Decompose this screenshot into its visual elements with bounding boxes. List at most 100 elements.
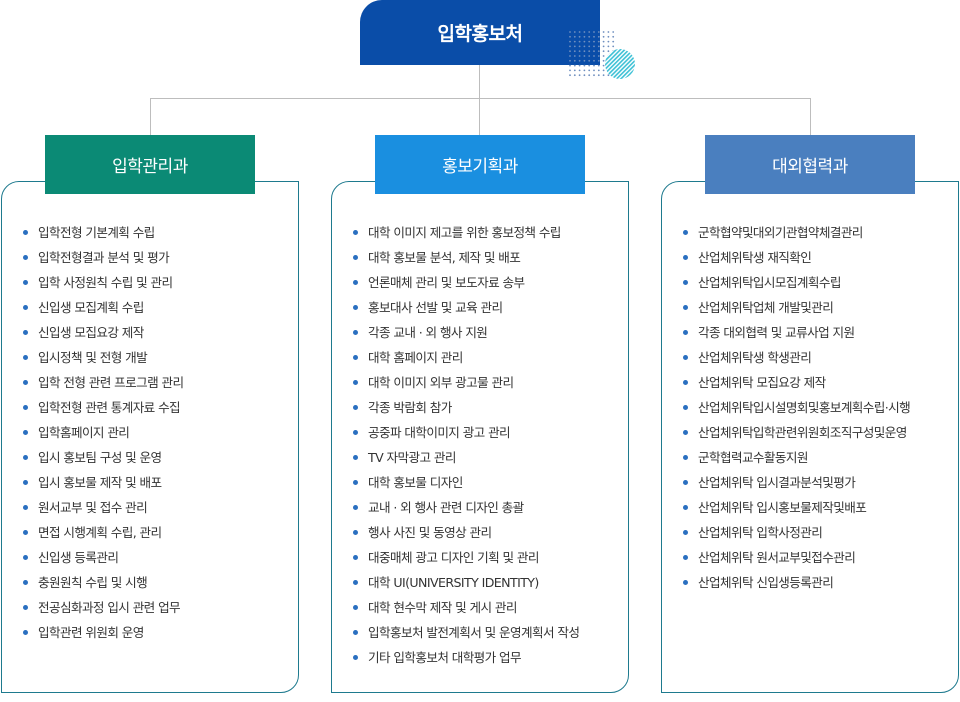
decorative-hatched-circle — [605, 49, 635, 79]
duty-item: 전공심화과정 입시 관련 업무 — [22, 595, 183, 620]
decorative-dot — [602, 55, 605, 57]
connector-left-vertical — [150, 98, 151, 135]
duty-item: 산업체위탁입학관련위원회조직구성및운영 — [682, 420, 910, 445]
root-node: 입학홍보처 — [360, 0, 600, 65]
duty-item: 입시정책 및 전형 개발 — [22, 345, 183, 370]
duty-item: 면접 시행계획 수립, 관리 — [22, 520, 183, 545]
decorative-dot — [612, 40, 615, 43]
duty-item: 산업체위탁 원서교부및접수관리 — [682, 545, 910, 570]
duty-item: 산업체위탁 모집요강 제작 — [682, 370, 910, 395]
duty-item: 산업체위탁 신입생등록관리 — [682, 570, 910, 595]
duty-item: 신입생 등록관리 — [22, 545, 183, 570]
decorative-dot — [583, 59, 586, 62]
decorative-dot — [573, 31, 576, 33]
duty-item: 각종 박람회 참가 — [352, 395, 579, 420]
decorative-dot — [597, 31, 600, 33]
decorative-dot — [578, 45, 581, 48]
dept-pr-label: 홍보기획과 — [442, 157, 518, 177]
decorative-dot — [602, 45, 605, 48]
decorative-dot — [602, 50, 605, 53]
decorative-dot — [569, 74, 571, 77]
duty-item: 원서교부 및 접수 관리 — [22, 495, 183, 520]
decorative-dot — [583, 64, 586, 67]
duty-item: 입학전형결과 분석 및 평가 — [22, 245, 183, 270]
decorative-dot — [573, 55, 576, 57]
duty-item: 산업체위탁생 학생관리 — [682, 345, 910, 370]
decorative-dot — [602, 59, 605, 62]
decorative-dot — [588, 55, 591, 57]
decorative-dot — [588, 59, 591, 62]
duty-item: 입학 전형 관련 프로그램 관리 — [22, 370, 184, 395]
duty-item: 신입생 모집계획 수립 — [22, 295, 183, 320]
duty-item: 산업체위탁 입시결과분석및평가 — [682, 470, 910, 495]
decorative-dot — [569, 35, 571, 38]
dept-external-label: 대외협력과 — [772, 157, 848, 177]
duty-item: 산업체위탁입시모집계획수립 — [682, 270, 910, 295]
decorative-dot — [569, 64, 571, 67]
decorative-dot — [607, 35, 610, 38]
decorative-dot — [573, 59, 576, 62]
decorative-dot — [593, 64, 595, 67]
duty-item: 산업체위탁 입학사정관리 — [682, 520, 910, 545]
duty-item: 산업체위탁입시설명회및홍보계획수립·시행 — [682, 395, 911, 420]
duty-item: 입학홍보처 발전계획서 및 운영계획서 작성 — [352, 620, 580, 645]
decorative-dot — [578, 55, 581, 57]
duty-item: 입학전형 관련 통계자료 수집 — [22, 395, 183, 420]
decorative-dot — [569, 50, 571, 53]
duty-item: 대학 홍보물 디자인 — [352, 470, 579, 495]
duty-item: 군학협약및대외기관협약체결관리 — [682, 220, 910, 245]
duty-item: 각종 대외협력 및 교류사업 지원 — [682, 320, 910, 345]
duty-item: 공중파 대학이미지 광고 관리 — [352, 420, 579, 445]
decorative-dot — [588, 69, 591, 72]
decorative-dot — [602, 35, 605, 38]
duty-item: 교내 · 외 행사 관련 디자인 총괄 — [352, 495, 579, 520]
decorative-dot — [597, 69, 600, 72]
duty-item: 대학 이미지 외부 광고물 관리 — [352, 370, 579, 395]
decorative-dot — [578, 31, 581, 33]
decorative-dot — [597, 59, 600, 62]
decorative-dot — [593, 45, 595, 48]
connector-center-vertical — [479, 98, 480, 135]
decorative-dot — [569, 59, 571, 62]
decorative-dot — [569, 45, 571, 48]
decorative-dot — [593, 69, 595, 72]
decorative-dot — [588, 35, 591, 38]
decorative-dot — [569, 40, 571, 43]
decorative-dot — [569, 69, 571, 72]
decorative-dot — [588, 45, 591, 48]
decorative-dot — [588, 64, 591, 67]
duty-item: 기타 입학홍보처 대학평가 업무 — [352, 645, 579, 670]
decorative-dot — [602, 40, 605, 43]
duty-item: 입학 사정원칙 수립 및 관리 — [22, 270, 183, 295]
decorative-dot — [583, 69, 586, 72]
duty-item: 대학 홍보물 분석, 제작 및 배포 — [352, 245, 579, 270]
decorative-dot — [573, 45, 576, 48]
decorative-dot — [578, 69, 581, 72]
decorative-dot — [569, 55, 571, 57]
decorative-dot — [602, 74, 605, 77]
decorative-dot — [597, 64, 600, 67]
duty-item: 산업체위탁 입시홍보물제작및배포 — [682, 495, 910, 520]
duty-item: 행사 사진 및 동영상 관리 — [352, 520, 579, 545]
decorative-dot — [607, 50, 610, 53]
decorative-dot — [597, 35, 600, 38]
decorative-dot — [583, 50, 586, 53]
decorative-dot — [578, 40, 581, 43]
connector-root-vertical — [479, 65, 480, 99]
dept-pr: 홍보기획과 — [375, 135, 585, 194]
decorative-dot — [573, 69, 576, 72]
decorative-dot — [597, 50, 600, 53]
duty-item: 대학 홈페이지 관리 — [352, 345, 579, 370]
duty-item: 입시 홍보팀 구성 및 운영 — [22, 445, 183, 470]
duty-item: 입학전형 기본계획 수립 — [22, 220, 183, 245]
decorative-dot — [573, 40, 576, 43]
decorative-dot — [593, 59, 595, 62]
decorative-dot — [578, 59, 581, 62]
decorative-dot — [573, 35, 576, 38]
duty-item: 홍보대사 선발 및 교육 관리 — [352, 295, 579, 320]
decorative-dot — [583, 55, 586, 57]
decorative-dot — [612, 35, 615, 38]
duty-item: 입시 홍보물 제작 및 배포 — [22, 470, 183, 495]
